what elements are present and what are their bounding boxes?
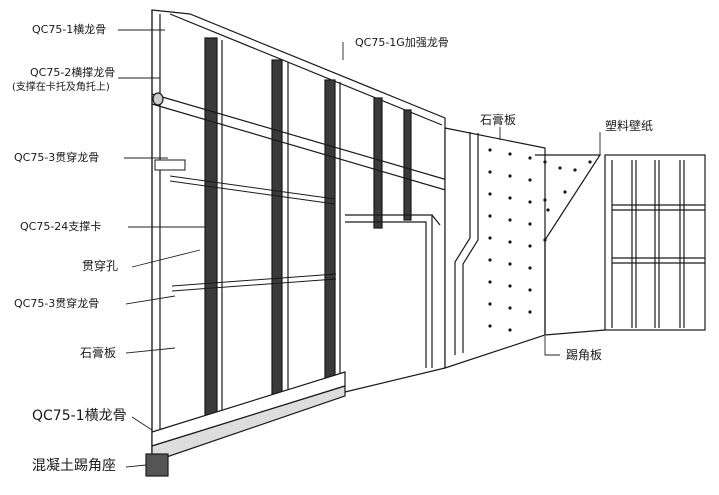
concrete-base-block [145,453,169,477]
label-wallpaper: 塑料壁纸 [605,119,654,133]
right-gypsum-board [444,127,546,369]
leader-gypsum-left [125,347,176,354]
leader-skirting [544,336,560,356]
label-gypsum-right: 石膏板 [480,113,517,127]
stud-2 [271,59,283,396]
label-qc75-3-lower: QC75-3贯穿龙骨 [14,297,100,310]
label-qc75-1-top: QC75-1横龙骨 [32,23,107,36]
label-concrete-base: 混凝土踢角座 [32,458,116,474]
label-qc75-2-note: (支撑在卡托及角托上) [12,82,110,93]
leader-through-hole [131,249,201,268]
fastener-dots [488,148,592,332]
stud-3 [324,79,336,381]
bottom-track [151,371,346,463]
right-frame-section [604,154,706,331]
label-qc75-2: QC75-2横撑龙骨 [30,66,116,79]
leader-qc75-1-bottom [131,416,153,431]
label-qc75-1-bottom: QC75-1横龙骨 [32,408,127,424]
label-through-hole: 贯穿孔 [82,259,119,273]
label-qc75-3-upper: QC75-3贯穿龙骨 [14,151,100,164]
leader-qc75-3-lower [125,295,176,305]
label-skirting: 踢角板 [566,348,603,362]
stud-5 [403,109,412,221]
label-qc75-1g: QC75-1G加强龙骨 [355,36,449,49]
wall-opening [345,214,441,368]
leader-lines [118,29,601,468]
through-channels [154,159,337,292]
label-qc75-24: QC75-24支撑卡 [20,220,102,233]
label-gypsum-left: 石膏板 [80,346,117,360]
stud-1 [204,37,218,429]
stud-4 [373,97,383,229]
leader-concrete-base [125,464,147,468]
